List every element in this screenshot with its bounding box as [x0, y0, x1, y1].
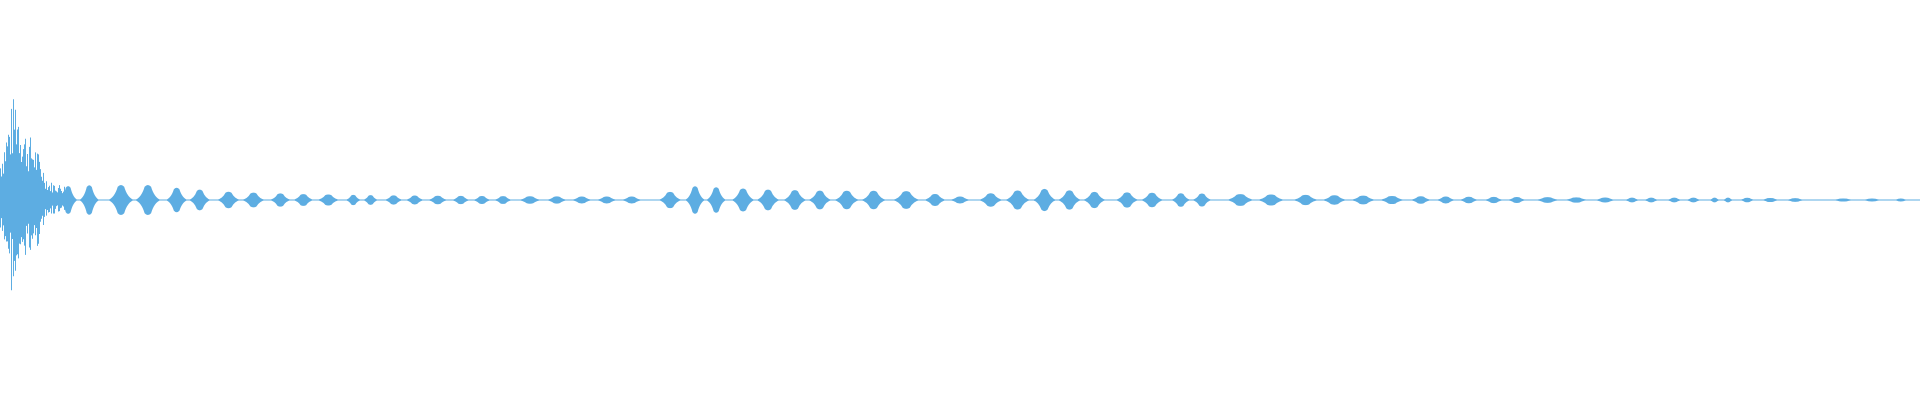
waveform-burst	[426, 195, 449, 205]
waveform-burst	[1256, 194, 1286, 206]
waveform-burst	[108, 184, 134, 216]
waveform-burst	[344, 194, 362, 206]
waveform-burst	[292, 194, 315, 206]
waveform-burst	[1533, 197, 1562, 203]
waveform-burst	[492, 196, 514, 204]
waveform-burst	[517, 196, 543, 204]
waveform-burst	[807, 190, 832, 210]
waveform-burst	[1891, 198, 1911, 202]
waveform-burst	[316, 194, 341, 206]
waveform-burst	[619, 196, 644, 204]
waveform-burst	[1684, 197, 1703, 203]
waveform-burst	[1191, 193, 1213, 207]
waveform-burst	[1829, 198, 1858, 202]
waveform-burst	[1004, 190, 1031, 210]
waveform-burst	[782, 190, 807, 210]
waveform-burst	[756, 189, 780, 211]
waveform-burst	[1759, 197, 1782, 203]
waveform-burst	[658, 191, 683, 209]
waveform-burst	[1622, 197, 1642, 203]
waveform-burst	[1225, 194, 1256, 206]
waveform-burst	[1665, 197, 1684, 203]
waveform-burst	[1737, 197, 1757, 203]
waveform-burst	[706, 187, 727, 213]
waveform-burst	[134, 184, 161, 216]
waveform-burst	[1115, 192, 1140, 208]
waveform-burst	[977, 193, 1004, 207]
waveform-burst	[594, 196, 619, 204]
waveform-bursts	[58, 184, 1911, 216]
waveform-burst	[1708, 197, 1722, 203]
waveform-burst	[569, 196, 594, 204]
waveform-burst	[216, 191, 241, 209]
waveform-transient-spikes	[0, 99, 70, 291]
waveform-burst	[923, 194, 948, 206]
waveform-burst	[450, 195, 471, 205]
waveform-burst	[1057, 190, 1082, 210]
waveform-burst	[1457, 196, 1480, 204]
waveform-burst	[188, 189, 211, 211]
waveform-burst	[1783, 198, 1808, 202]
waveform-burst	[1858, 198, 1886, 202]
waveform-burst	[165, 187, 188, 213]
waveform-burst	[383, 195, 404, 205]
waveform-burst	[1140, 192, 1164, 208]
waveform-burst	[544, 196, 569, 204]
waveform-burst	[1291, 194, 1320, 206]
waveform-burst	[948, 196, 972, 204]
waveform-burst	[1482, 196, 1505, 204]
waveform-burst	[404, 195, 425, 205]
waveform-burst	[1721, 197, 1735, 203]
waveform-burst	[269, 193, 292, 207]
waveform-burst	[1505, 196, 1528, 204]
waveform-burst	[1592, 197, 1619, 203]
waveform-burst	[833, 190, 860, 210]
waveform-burst	[1320, 195, 1349, 205]
waveform-burst	[1562, 197, 1591, 203]
waveform-burst	[892, 191, 921, 209]
waveform-burst	[684, 186, 706, 214]
waveform-burst	[1032, 188, 1057, 212]
waveform-burst	[1170, 193, 1191, 207]
waveform-burst	[1349, 195, 1378, 205]
waveform-burst	[1408, 196, 1433, 204]
waveform-burst	[1378, 195, 1406, 205]
waveform-burst	[860, 190, 887, 210]
waveform-burst	[79, 185, 100, 215]
waveform-burst	[241, 192, 266, 208]
waveform-burst	[471, 195, 493, 205]
waveform-burst	[1082, 191, 1107, 209]
waveform-burst	[362, 195, 379, 205]
waveform-burst	[1434, 196, 1457, 204]
waveform-burst	[1641, 197, 1661, 203]
waveform-burst	[731, 188, 756, 212]
